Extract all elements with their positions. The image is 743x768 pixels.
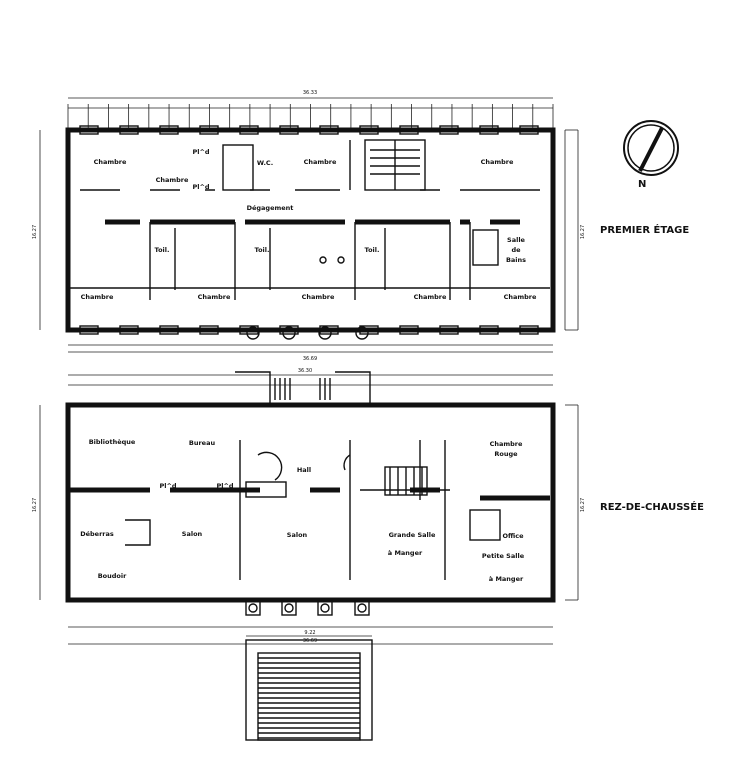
room-label: Pl^d bbox=[216, 482, 233, 490]
room-label: Pl^d bbox=[192, 183, 209, 191]
window-pier bbox=[439, 125, 459, 135]
window-pier bbox=[199, 125, 219, 135]
room-label: Toil. bbox=[255, 246, 270, 254]
room-label: Chambre bbox=[198, 293, 231, 301]
window-pier bbox=[359, 325, 379, 335]
window-pier bbox=[119, 325, 139, 335]
column-base bbox=[317, 600, 333, 616]
dimension-terrace: 9.22 bbox=[304, 630, 315, 636]
column-shaft bbox=[248, 603, 258, 613]
room-label: Salon bbox=[182, 530, 203, 538]
room-label: Chambre bbox=[156, 176, 189, 184]
window-pier bbox=[119, 125, 139, 135]
column-shaft bbox=[284, 603, 294, 613]
dimension-depth-right: 16.27 bbox=[580, 498, 586, 512]
room-label: Toil. bbox=[365, 246, 380, 254]
dimension-overall-top: 36.33 bbox=[303, 90, 317, 96]
window-pier bbox=[399, 325, 419, 335]
room-label: Chambre bbox=[94, 158, 127, 166]
column-shaft bbox=[320, 603, 330, 613]
dimension-overall-top: 36.30 bbox=[298, 368, 312, 374]
window-pier bbox=[319, 325, 339, 335]
dimension-overall-bottom: 36.69 bbox=[303, 638, 317, 644]
window-pier bbox=[159, 325, 179, 335]
room-label: Rouge bbox=[494, 450, 518, 458]
window-pier bbox=[239, 325, 259, 335]
dimension-overall-bottom: 36.69 bbox=[303, 356, 317, 362]
column-base bbox=[245, 600, 261, 616]
window-pier bbox=[159, 125, 179, 135]
column-base bbox=[354, 600, 370, 616]
window-pier bbox=[79, 325, 99, 335]
room-label: Office bbox=[502, 532, 524, 540]
room-label: de bbox=[511, 246, 521, 254]
dimension-depth-left: 16.27 bbox=[32, 498, 38, 512]
window-pier bbox=[199, 325, 219, 335]
column-base bbox=[281, 600, 297, 616]
window-pier bbox=[479, 325, 499, 335]
room-label: Déberras bbox=[80, 530, 114, 538]
window-pier bbox=[279, 325, 299, 335]
window-pier bbox=[319, 125, 339, 135]
room-label: Chambre bbox=[414, 293, 447, 301]
window-pier bbox=[279, 125, 299, 135]
dimension-depth-left: 16.27 bbox=[32, 225, 38, 239]
window-pier bbox=[519, 125, 539, 135]
window-pier bbox=[239, 125, 259, 135]
floor-title-premier-etage: PREMIER ÉTAGE bbox=[600, 223, 689, 236]
room-label: Petite Salle bbox=[482, 552, 525, 560]
window-pier bbox=[479, 125, 499, 135]
room-label: à Manger bbox=[489, 575, 524, 583]
window-pier bbox=[439, 325, 459, 335]
window-pier bbox=[79, 125, 99, 135]
room-label: Toil. bbox=[155, 246, 170, 254]
room-label: Pl^d bbox=[192, 148, 209, 156]
room-label: à Manger bbox=[388, 549, 423, 557]
room-label: Pl^d bbox=[159, 482, 176, 490]
dimension-depth-right: 16.27 bbox=[580, 225, 586, 239]
north-compass: N bbox=[623, 120, 679, 190]
room-label: Bains bbox=[506, 256, 526, 264]
room-label: Chambre bbox=[304, 158, 337, 166]
room-label: Chambre bbox=[81, 293, 114, 301]
window-pier bbox=[519, 325, 539, 335]
window-pier bbox=[399, 125, 419, 135]
room-label: Salle bbox=[507, 236, 526, 244]
rez-de-chaussee-plan: 36.30 9.22 36.69 16.27 16.27 Bibliothèqu… bbox=[32, 368, 704, 741]
room-label: Chambre bbox=[302, 293, 335, 301]
room-label: Chambre bbox=[481, 158, 514, 166]
room-label: Salon bbox=[287, 531, 308, 539]
room-label: W.C. bbox=[257, 159, 273, 167]
window-pier bbox=[359, 125, 379, 135]
room-label: Bureau bbox=[189, 439, 216, 447]
room-label: Chambre bbox=[490, 440, 523, 448]
room-label: Chambre bbox=[504, 293, 537, 301]
room-label: Grande Salle bbox=[389, 531, 436, 539]
room-label: Dégagement bbox=[247, 204, 294, 212]
premier-etage-plan: 36.33 36.69 16.27 16.27 Chambre Chambre … bbox=[32, 90, 689, 362]
north-label: N bbox=[638, 179, 646, 190]
column-shaft bbox=[357, 603, 367, 613]
floor-title-rez-de-chaussee: REZ-DE-CHAUSSÉE bbox=[600, 500, 704, 513]
room-label: Boudoir bbox=[98, 572, 127, 580]
room-label: Hall bbox=[297, 466, 311, 474]
room-label: Bibliothèque bbox=[89, 438, 136, 446]
